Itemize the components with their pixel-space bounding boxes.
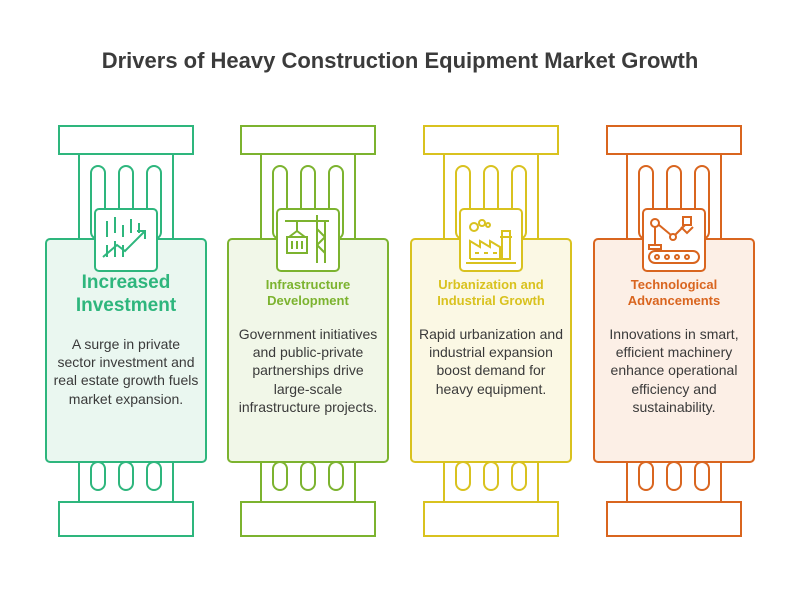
robot-arm-conveyor-icon bbox=[648, 216, 700, 264]
crane-container-icon bbox=[285, 215, 329, 263]
pillar-heading: Increased Investment bbox=[75, 272, 177, 316]
pillar-technological-advancements: Technological Advancements Innovations i… bbox=[593, 125, 755, 540]
pillar-description: Innovations in smart, efficient machiner… bbox=[609, 326, 739, 415]
pillar-outline bbox=[227, 125, 389, 537]
pillar-heading: Urbanization and Industrial Growth bbox=[437, 277, 545, 308]
pillar-heading: Technological Advancements bbox=[627, 277, 721, 308]
pillar-description: A surge in private sector investment and… bbox=[53, 336, 199, 407]
page-title: Drivers of Heavy Construction Equipment … bbox=[101, 48, 699, 73]
factory-icon bbox=[466, 219, 516, 264]
pillar-infrastructure-development: Infrastructure Development Government in… bbox=[227, 125, 389, 540]
pillar-outline bbox=[45, 125, 207, 537]
pillar-description: Government initiatives and public-privat… bbox=[238, 326, 378, 415]
pillar-outline bbox=[410, 125, 572, 537]
pillar-urbanization-industrial-growth: Urbanization and Industrial Growth Rapid… bbox=[410, 125, 572, 540]
pillar-increased-investment: Increased Investment A surge in private … bbox=[45, 125, 207, 540]
pillar-heading: Infrastructure Development bbox=[265, 277, 351, 308]
growth-chart-icon bbox=[102, 217, 146, 258]
pillar-description: Rapid urbanization and industrial expans… bbox=[419, 326, 563, 397]
